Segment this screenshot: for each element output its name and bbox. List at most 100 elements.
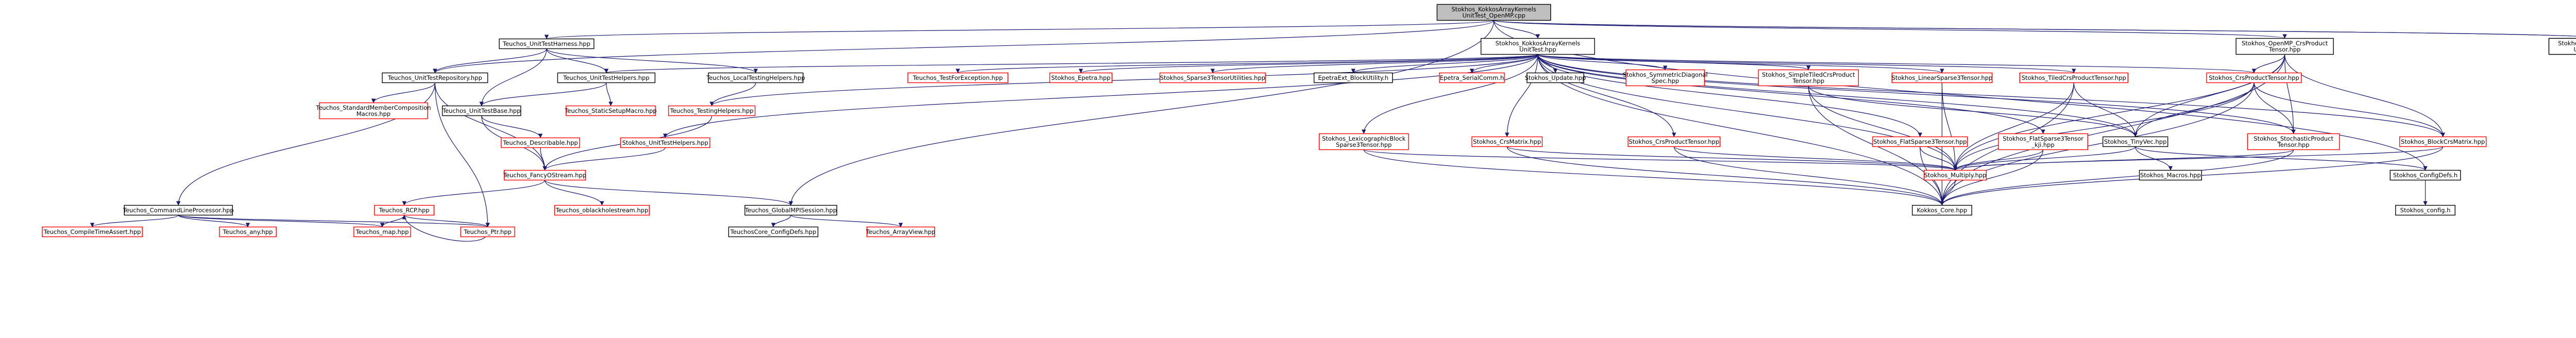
node-box <box>1049 72 1112 83</box>
node-box <box>907 72 1008 83</box>
dependency-edge-omp-to-tv <box>2133 54 2285 137</box>
node-label: Teuchos_UnitTestHarness.hpp <box>502 40 590 47</box>
node-root: Stokhos_KokkosArrayKernelsUnitTest_OpenM… <box>1436 4 1551 21</box>
node-khost[interactable]: Stokhos_KokkosArrayKernelsUnitTest_Host.… <box>2548 38 2576 55</box>
dependency-edge-stc-to-mult <box>1808 86 1958 171</box>
node-s3t[interactable]: Stokhos_Sparse3TensorUtilities.hpp <box>1159 72 1266 83</box>
dependency-edge-kak-to-fst <box>1537 54 1922 137</box>
node-box <box>1471 136 1543 147</box>
node-tth[interactable]: Teuchos_TestingHelpers.hpp <box>668 105 756 116</box>
node-box <box>1998 133 2088 150</box>
node-label: Stokhos_ConfigDefs.h <box>2393 172 2458 179</box>
node-av[interactable]: Teuchos_ArrayView.hpp <box>866 226 936 238</box>
dependency-edge-kak-to-tth <box>709 54 1538 106</box>
node-cta[interactable]: Teuchos_CompileTimeAssert.hpp <box>42 226 143 238</box>
node-box <box>557 72 656 83</box>
node-label: Stokhos_LinearSparse3Tensor.hpp <box>1892 74 1993 81</box>
dependency-edge-crsm-to-mult <box>1506 146 1957 171</box>
node-box <box>42 226 143 238</box>
node-desc[interactable]: Teuchos_Describable.hpp <box>501 137 580 148</box>
dependency-edge-ocpt-to-core <box>1940 82 2255 206</box>
node-mac[interactable]: Stokhos_Macros.hpp <box>2139 170 2202 181</box>
dependency-edge-kak-to-eb <box>1351 54 1538 74</box>
node-box <box>1891 72 1993 83</box>
node-mult[interactable]: Stokhos_Multiply.hpp <box>1923 170 1987 181</box>
node-label: Teuchos_map.hpp <box>355 228 409 235</box>
node-core[interactable]: Kokkos_Core.hpp <box>1911 205 1972 216</box>
node-uth2[interactable]: Stokhos_UnitTestHelpers.hpp <box>620 137 710 148</box>
node-sc[interactable]: Epetra_SerialComm.h <box>1439 72 1505 83</box>
node-any[interactable]: Teuchos_any.hpp <box>219 226 277 238</box>
node-smc[interactable]: Teuchos_StandardMemberCompositionMacros.… <box>315 102 431 120</box>
node-lbs[interactable]: Stokhos_LexicographicBlockSparse3Tensor.… <box>1318 133 1409 150</box>
node-tcpt[interactable]: Stokhos_TiledCrsProductTensor.hpp <box>2019 72 2128 83</box>
node-local[interactable]: Teuchos_LocalTestingHelpers.hpp <box>706 72 805 83</box>
node-uthelp[interactable]: Teuchos_UnitTestHelpers.hpp <box>557 72 656 83</box>
node-label: Teuchos_TestingHelpers.hpp <box>670 107 754 114</box>
node-rcp[interactable]: Teuchos_RCP.hpp <box>374 205 435 216</box>
dependency-edge-ocpt-to-tv <box>2133 82 2255 137</box>
node-utr[interactable]: Teuchos_UnitTestRepository.hpp <box>382 72 488 83</box>
node-label: Stokhos_KokkosArrayKernels <box>1496 40 1581 47</box>
node-label: TeuchosCore_ConfigDefs.hpp <box>730 228 817 235</box>
node-clp[interactable]: Teuchos_CommandLineProcessor.hpp <box>123 205 234 216</box>
dependency-edge-sp-to-mult <box>1953 149 2294 171</box>
dependency-edge-kak-to-uthelp <box>604 54 1538 74</box>
node-ssm[interactable]: Teuchos_StaticSetupMacro.hpp <box>564 105 657 116</box>
node-box <box>2206 72 2302 83</box>
node-uth[interactable]: Teuchos_UnitTestHarness.hpp <box>499 38 595 49</box>
node-ep[interactable]: Stokhos_Epetra.hpp <box>1049 72 1112 83</box>
node-label: Epetra_SerialComm.h <box>1440 74 1504 81</box>
dependency-edge-kak-to-sc <box>1469 54 1538 73</box>
node-lst[interactable]: Stokhos_LinearSparse3Tensor.hpp <box>1891 72 1993 83</box>
node-scd[interactable]: Stokhos_ConfigDefs.h <box>2389 170 2461 181</box>
dependency-edge-tv-to-mac <box>2135 146 2173 171</box>
node-oblack[interactable]: Teuchos_oblackholestream.hpp <box>554 205 650 216</box>
dependency-edge-kak-to-mult <box>1537 54 1958 171</box>
node-omp[interactable]: Stokhos_OpenMP_CrsProductTensor.hpp <box>2235 38 2334 55</box>
node-su[interactable]: Stokhos_Update.hpp <box>1525 72 1586 83</box>
node-eb[interactable]: EpetraExt_BlockUtility.h <box>1313 72 1393 83</box>
node-tv[interactable]: Stokhos_TinyVec.hpp <box>2102 136 2168 147</box>
node-box <box>744 205 838 216</box>
node-fos[interactable]: Teuchos_FancyOStream.hpp <box>503 170 586 181</box>
dependency-edge-rcp-to-ptr <box>403 214 490 228</box>
node-ptr[interactable]: Teuchos_Ptr.hpp <box>460 226 515 238</box>
node-box <box>319 102 428 120</box>
dependency-edge-root-to-utr <box>433 20 1495 73</box>
node-gmpi[interactable]: Teuchos_GlobalMPISession.hpp <box>744 205 838 216</box>
dependency-edge-uth-to-local <box>546 48 758 74</box>
node-label: Tensor.hpp <box>2277 141 2310 148</box>
dependency-edge-fos-to-oblack <box>544 180 604 206</box>
dependency-edge-kak-to-lst <box>1537 54 1944 74</box>
node-tfe[interactable]: Teuchos_TestForException.hpp <box>907 72 1008 83</box>
node-fstk[interactable]: Stokhos_FlatSparse3Tensor_kji.hpp <box>1998 133 2088 150</box>
dependency-edge-clp-to-cta <box>90 214 179 228</box>
node-tccd[interactable]: TeuchosCore_ConfigDefs.hpp <box>728 226 819 238</box>
node-cpt[interactable]: Stokhos_CrsProductTensor.hpp <box>1628 136 1721 147</box>
node-label: Stokhos_CrsMatrix.hpp <box>1473 138 1541 145</box>
node-box <box>501 137 580 148</box>
node-scfg[interactable]: Stokhos_config.h <box>2395 205 2455 216</box>
node-map[interactable]: Teuchos_map.hpp <box>353 226 411 238</box>
node-box <box>1872 136 1968 147</box>
node-fst[interactable]: Stokhos_FlatSparse3Tensor.hpp <box>1872 136 1968 147</box>
node-ocpt[interactable]: Stokhos_CrsProductTensor.hpp <box>2206 72 2302 83</box>
node-box <box>374 205 435 216</box>
dependency-edge-utr-to-clp <box>176 82 435 206</box>
node-bcm[interactable]: Stokhos_BlockCrsMatrix.hpp <box>2399 136 2487 147</box>
node-label: Stokhos_Epetra.hpp <box>1051 74 1110 81</box>
node-label: Teuchos_StaticSetupMacro.hpp <box>564 107 656 114</box>
node-box <box>1911 205 1972 216</box>
node-crsm[interactable]: Stokhos_CrsMatrix.hpp <box>1471 136 1543 147</box>
dependency-edge-utr-to-fos <box>434 82 547 171</box>
node-utb[interactable]: Teuchos_UnitTestBase.hpp <box>442 105 521 116</box>
dependency-edge-kak-to-uth2 <box>663 54 1538 138</box>
node-box <box>1625 69 1705 87</box>
node-label: Kokkos_Core.hpp <box>1917 207 1968 214</box>
node-box <box>382 72 488 83</box>
